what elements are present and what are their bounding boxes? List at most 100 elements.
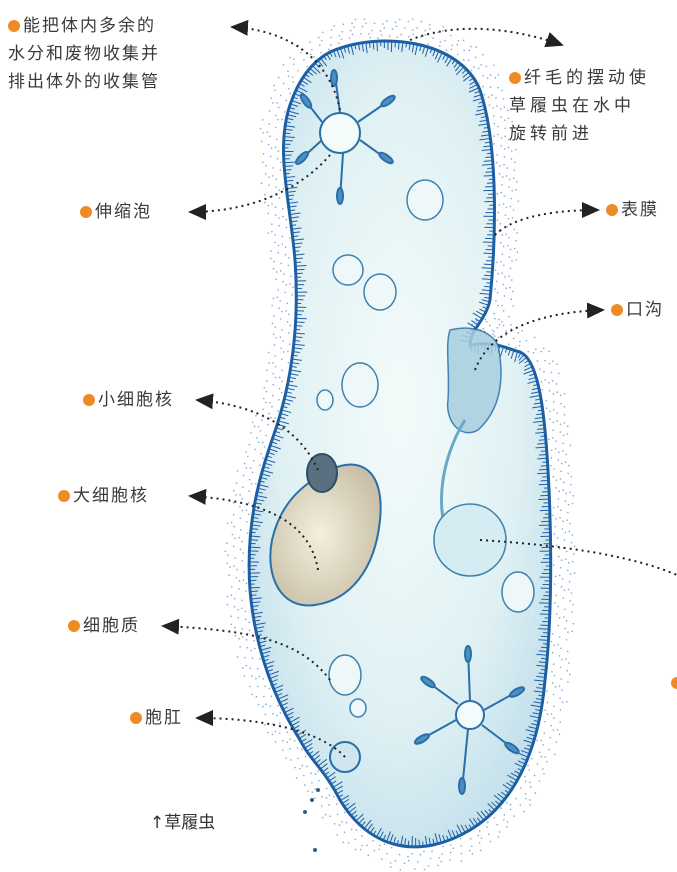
granule (560, 678, 562, 680)
granule (475, 46, 477, 48)
granule (556, 412, 558, 414)
granule (270, 156, 272, 158)
granule (501, 272, 503, 274)
granule (558, 373, 560, 375)
granule (262, 706, 264, 708)
granule (364, 18, 366, 20)
granule (480, 64, 482, 66)
granule (463, 59, 465, 61)
granule (379, 845, 381, 847)
granule (412, 18, 414, 20)
granule (257, 686, 259, 688)
granule (341, 821, 343, 823)
granule (312, 791, 314, 793)
granule (254, 648, 256, 650)
granule (548, 382, 550, 384)
granule (355, 849, 357, 851)
granule (238, 537, 240, 539)
cilium (541, 670, 546, 671)
granule (502, 176, 504, 178)
granule (412, 33, 414, 35)
granule (559, 431, 561, 433)
granule (543, 347, 545, 349)
granule (546, 690, 548, 692)
cilium (484, 297, 490, 298)
granule (270, 258, 272, 260)
granule (560, 667, 562, 669)
granule (314, 798, 316, 800)
granule (553, 507, 555, 509)
granule (558, 452, 560, 454)
cilium (369, 42, 370, 48)
granule (341, 38, 343, 40)
granule (494, 335, 496, 337)
granule (564, 609, 566, 611)
granule (278, 77, 280, 79)
granule (457, 54, 459, 56)
label-cytoplasm: 细胞质 (68, 612, 140, 640)
granule (381, 34, 383, 36)
granule (450, 844, 452, 846)
granule (337, 834, 339, 836)
granule (237, 609, 239, 611)
granule (539, 368, 541, 370)
granule (276, 715, 278, 717)
granule (478, 67, 480, 69)
granule (540, 756, 542, 758)
granule (442, 30, 444, 32)
granule (574, 572, 576, 574)
granule (289, 739, 291, 741)
granule (287, 351, 289, 353)
granule (569, 492, 571, 494)
granule (473, 66, 475, 68)
granule (514, 248, 516, 250)
granule (232, 534, 234, 536)
orange-dot-icon (509, 72, 521, 84)
granule (452, 44, 454, 46)
granule (472, 853, 474, 855)
granule (497, 273, 499, 275)
granule (562, 701, 564, 703)
granule (440, 861, 442, 863)
granule (273, 373, 275, 375)
granule (274, 89, 276, 91)
granule (293, 58, 295, 60)
granule (513, 815, 515, 817)
granule (249, 629, 251, 631)
cilium (408, 841, 409, 847)
granule (248, 621, 250, 623)
granule (554, 583, 556, 585)
granule (560, 423, 562, 425)
granule (360, 33, 362, 35)
granule (285, 246, 287, 248)
granule (442, 26, 444, 28)
granule (344, 831, 346, 833)
granule (482, 328, 484, 330)
granule (476, 320, 478, 322)
granule (321, 796, 323, 798)
granule (317, 770, 319, 772)
granule (508, 316, 510, 318)
granule (337, 814, 339, 816)
granule (552, 360, 554, 362)
orange-dot-icon (80, 206, 92, 218)
granule (257, 668, 259, 670)
cilium (484, 175, 494, 176)
granule (276, 139, 278, 141)
granule (556, 479, 558, 481)
granule (529, 799, 531, 801)
granule (360, 849, 362, 851)
granule (490, 86, 492, 88)
granule (227, 522, 229, 524)
granule (493, 123, 495, 125)
granule (503, 325, 505, 327)
granule (570, 484, 572, 486)
granule (559, 697, 561, 699)
granule (265, 173, 267, 175)
granule (278, 150, 280, 152)
granule (484, 319, 486, 321)
cilium (538, 629, 549, 630)
granule (552, 633, 554, 635)
granule (245, 590, 247, 592)
granule (237, 617, 239, 619)
